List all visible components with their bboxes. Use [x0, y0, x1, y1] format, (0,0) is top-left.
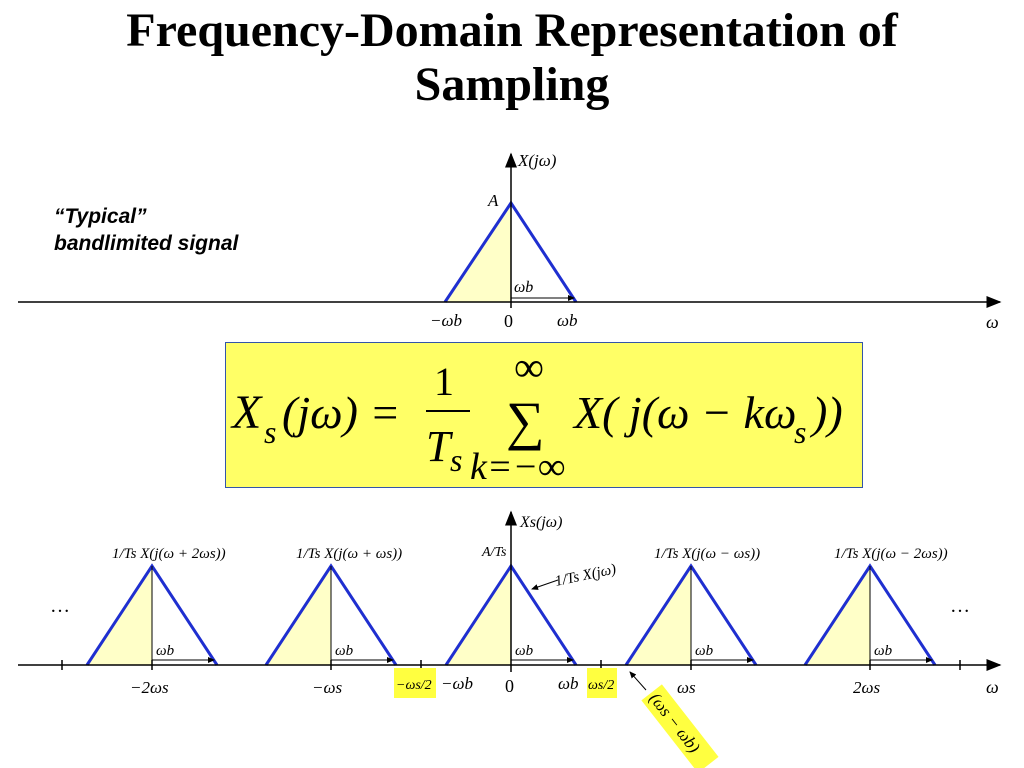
caption-line-2: bandlimited signal — [54, 232, 239, 255]
bandwidth-label: ωb — [874, 643, 893, 659]
copy-label-minus-1: 1/Ts X(j(ω + ωs)) — [296, 546, 402, 562]
tick-label-wb: ωb — [558, 674, 579, 693]
tick-label-minus-wb: −ωb — [441, 674, 473, 693]
signal-caption: “Typical” bandlimited signal — [54, 203, 238, 257]
formula-frac-num: 1 — [434, 359, 454, 404]
formula-rhs-close: )) — [809, 387, 843, 438]
ellipsis-left: … — [50, 595, 70, 617]
gap-label: (ωs − ωb) — [646, 689, 705, 756]
highlight-minus-half-ws — [394, 668, 436, 698]
formula-frac-den: T — [426, 422, 454, 471]
title-line-1: Frequency-Domain Representation of — [126, 4, 898, 57]
bandwidth-label: ωb — [156, 643, 175, 659]
top-tick-pos-label: ωb — [557, 311, 578, 330]
formula-lhs-x: X — [230, 386, 263, 439]
tick-label-minus-half-ws: −ωs/2 — [396, 678, 432, 693]
top-spectrum-plot: X(jω) A ωb −ωb 0 ωb ω — [18, 151, 1002, 332]
formula-sum-symbol: ∑ — [506, 391, 545, 451]
formula-frac-den-sub: s — [450, 442, 462, 478]
center-label-pointer — [531, 579, 559, 590]
top-tick-neg-label: −ωb — [430, 311, 462, 330]
bottom-x-axis-label: ω — [986, 677, 999, 697]
top-bandwidth-label: ωb — [514, 279, 533, 296]
bottom-y-axis-label: Xs(jω) — [519, 514, 562, 531]
sampled-spectrum-plot: ωb ωb ωb ωb ωb Xs(jω) A/Ts … … 1/Ts X(j(ω + … — [18, 510, 1002, 768]
tick-label-half-ws: ωs/2 — [588, 678, 614, 693]
tick-label-ws: ωs — [677, 678, 696, 697]
bandwidth-label: ωb — [335, 643, 354, 659]
copy-label-minus-2: 1/Ts X(j(ω + 2ωs)) — [112, 546, 226, 562]
top-peak-label: A — [487, 191, 499, 210]
bandwidth-label: ωb — [515, 643, 534, 659]
formula-rhs-sub: s — [794, 414, 806, 450]
tick-label-minus-ws: −ωs — [312, 678, 342, 697]
copy-label-center: 1/Ts X(jω) — [554, 561, 618, 590]
tick-label-2ws: 2ωs — [853, 678, 881, 697]
top-x-axis-label: ω — [986, 312, 999, 332]
formula-rhs-main: X( j(ω − kω — [572, 387, 796, 438]
caption-line-1: “Typical” — [54, 205, 147, 228]
ellipsis-right: … — [950, 595, 970, 617]
gap-pointer-arrow — [629, 671, 647, 691]
formula-lhs-sub: s — [264, 414, 276, 450]
formula-sum-upper: ∞ — [514, 345, 544, 391]
formula-sum-lower: k=−∞ — [470, 446, 565, 487]
copy-label-plus-1: 1/Ts X(j(ω − ωs)) — [654, 546, 760, 562]
top-y-axis-label: X(jω) — [517, 151, 557, 170]
bandwidth-label: ωb — [695, 643, 714, 659]
tick-label-minus-2ws: −2ωs — [130, 678, 169, 697]
gap-label-highlight — [641, 684, 719, 768]
title-line-2: Sampling — [414, 58, 610, 111]
formula-lhs-arg: (jω) = — [282, 387, 400, 438]
sampling-formula-box: X s (jω) = 1 T s ∞ ∑ k=−∞ X( j(ω − kω s … — [225, 342, 863, 488]
sampling-formula: X s (jω) = 1 T s ∞ ∑ k=−∞ X( j(ω − kω s … — [230, 345, 843, 487]
tick-label-zero: 0 — [505, 676, 514, 696]
copy-label-plus-2: 1/Ts X(j(ω − 2ωs)) — [834, 546, 948, 562]
page-title: Frequency-Domain Representation of Sampl… — [0, 4, 1024, 112]
top-tick-zero-label: 0 — [504, 311, 513, 331]
bottom-peak-label: A/Ts — [481, 545, 507, 560]
highlight-half-ws — [587, 668, 617, 698]
